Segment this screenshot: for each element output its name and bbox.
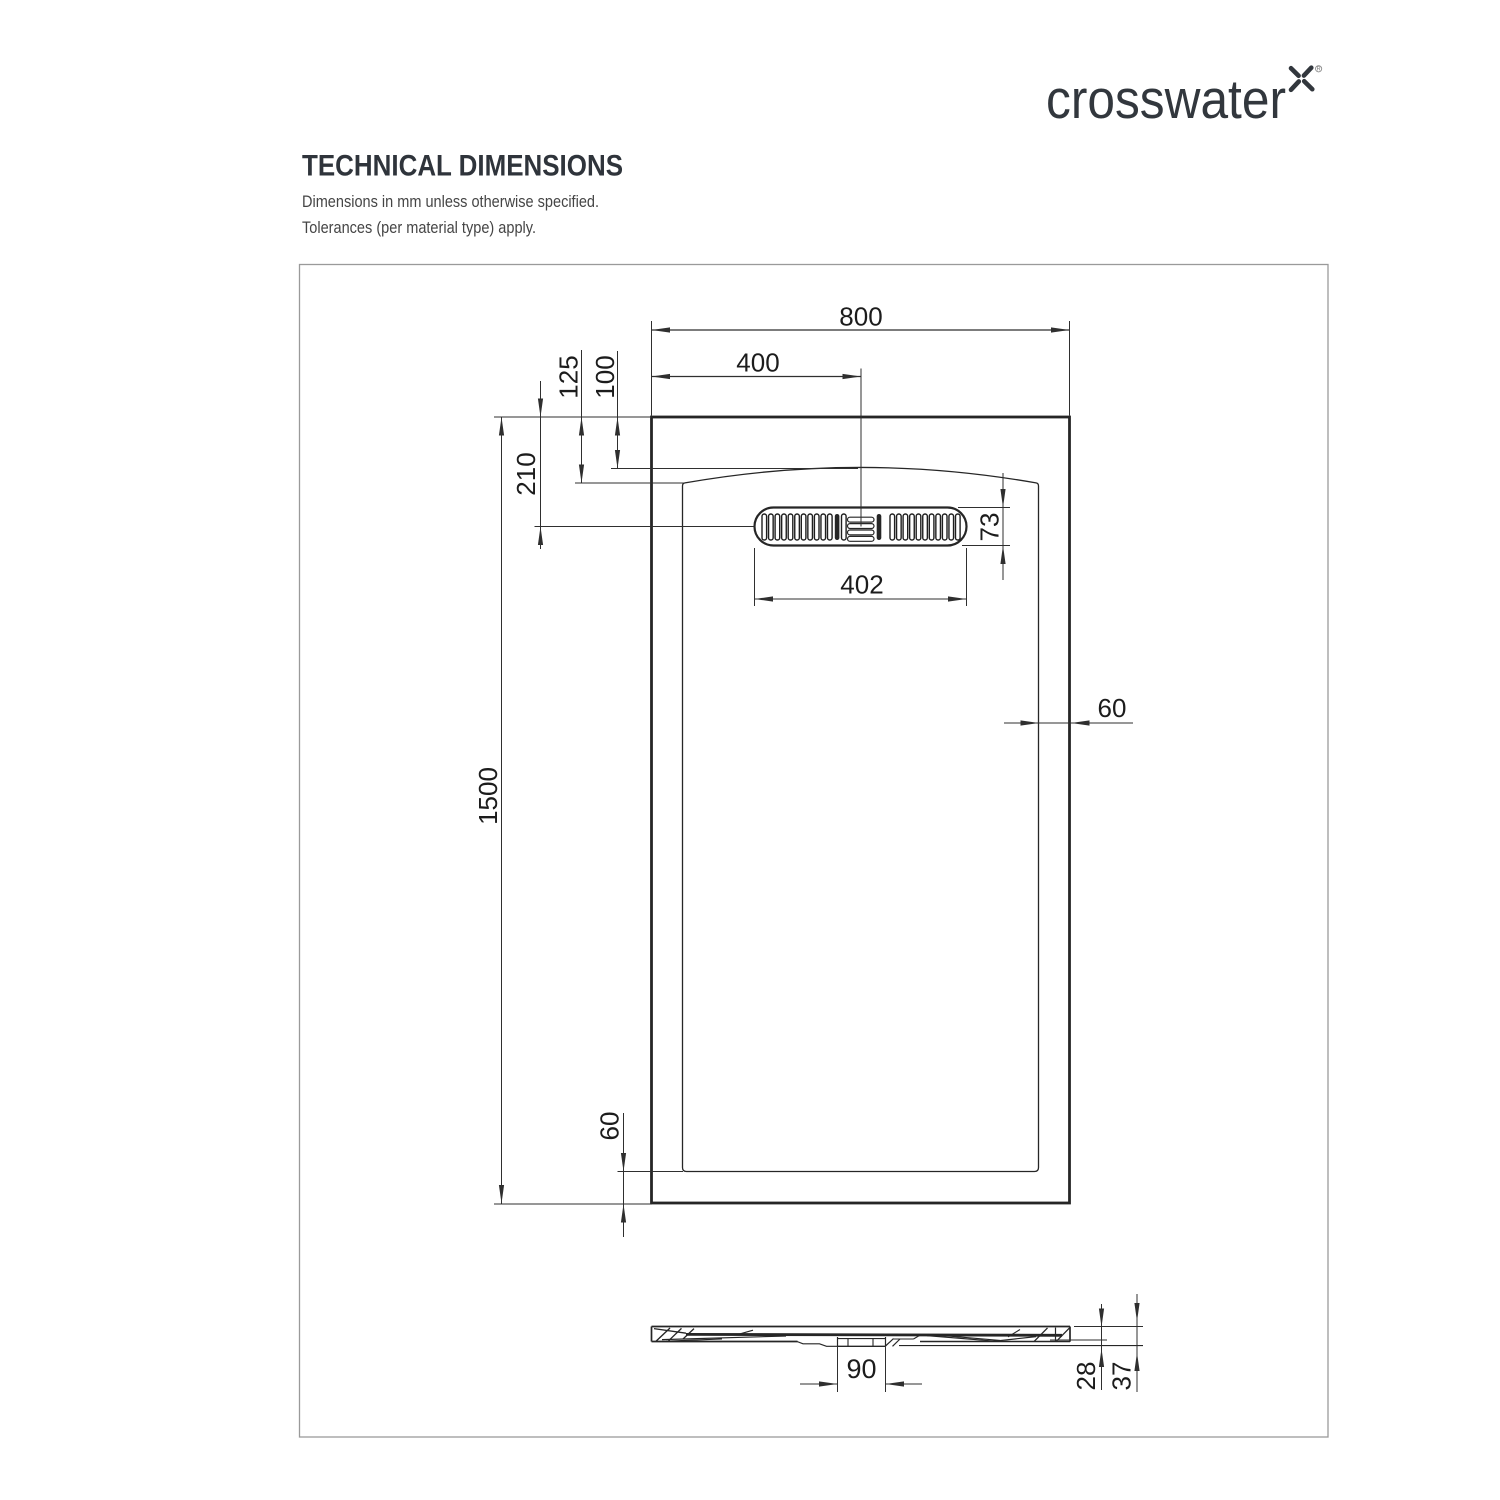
svg-text:60: 60	[595, 1112, 625, 1141]
svg-text:90: 90	[846, 1354, 876, 1384]
svg-text:210: 210	[511, 452, 541, 495]
svg-text:Dimensions in mm unless otherw: Dimensions in mm unless otherwise specif…	[302, 193, 599, 211]
svg-text:TECHNICAL DIMENSIONS: TECHNICAL DIMENSIONS	[302, 150, 623, 183]
svg-text:60: 60	[1098, 693, 1127, 723]
svg-text:37: 37	[1107, 1362, 1137, 1391]
svg-text:402: 402	[840, 570, 883, 600]
svg-text:28: 28	[1071, 1362, 1101, 1391]
svg-text:400: 400	[736, 348, 779, 378]
svg-text:100: 100	[590, 355, 620, 398]
svg-text:1500: 1500	[473, 767, 503, 825]
svg-text:73: 73	[975, 513, 1005, 542]
svg-text:R: R	[1317, 67, 1321, 73]
svg-text:Tolerances (per material type): Tolerances (per material type) apply.	[302, 219, 536, 237]
svg-text:crosswater: crosswater	[1046, 68, 1286, 130]
svg-text:125: 125	[554, 355, 584, 398]
svg-text:800: 800	[839, 302, 882, 332]
